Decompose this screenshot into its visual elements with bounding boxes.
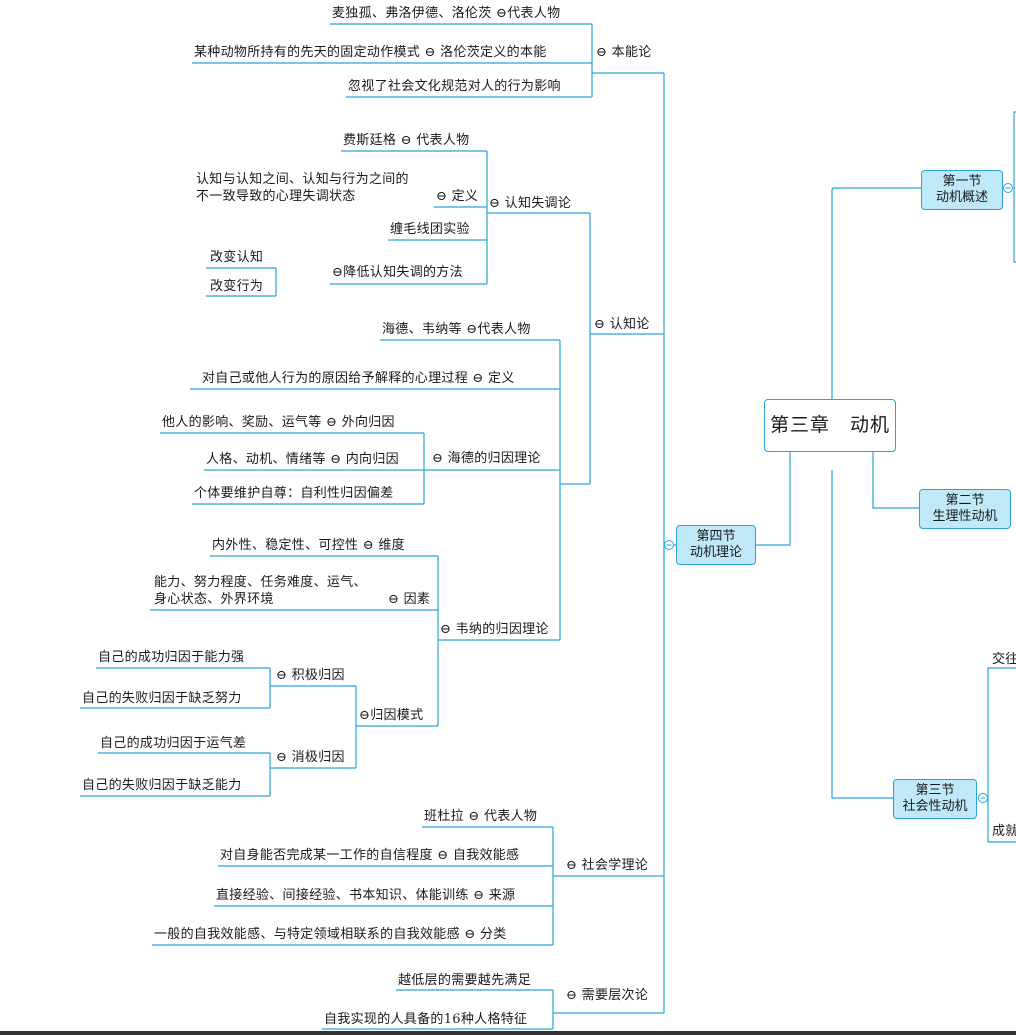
dissonance-experiment: 缠毛线团实验 bbox=[390, 222, 470, 237]
dissonance-reduce: ⊖降低认知失调的方法 bbox=[332, 265, 463, 280]
reduce-item-cognition: 改变认知 bbox=[210, 250, 264, 265]
weiner-negative[interactable]: ⊖ 消极归因 bbox=[276, 750, 345, 765]
section-1-title: 动机概述 bbox=[935, 190, 988, 205]
needs-title: 需要层次论 bbox=[581, 988, 649, 1003]
collapse-icon[interactable]: ⊖ bbox=[566, 858, 578, 873]
heider-bias: 个体要维护自尊：自利性归因偏差 bbox=[194, 486, 394, 501]
collapse-icon[interactable]: ⊖ bbox=[489, 196, 501, 211]
weiner-positive[interactable]: ⊖ 积极归因 bbox=[276, 668, 345, 683]
section-3-num: 第三节 bbox=[915, 783, 955, 798]
heider-node[interactable]: ⊖ 海德的归因理论 bbox=[432, 451, 541, 466]
weiner-node[interactable]: ⊖ 韦纳的归因理论 bbox=[440, 622, 549, 637]
dissonance-node[interactable]: ⊖ 认知失调论 bbox=[489, 195, 571, 212]
weiner-factor-line-2: 身心状态、外界环境 bbox=[154, 592, 274, 607]
social-source: 直接经验、间接经验、书本知识、体能训练 ⊖ 来源 bbox=[216, 888, 516, 903]
section-4-num: 第四节 bbox=[696, 529, 736, 544]
dissonance-rep: 费斯廷格 ⊖ 代表人物 bbox=[343, 133, 470, 148]
section-3-node[interactable]: 第三节 社会性动机 bbox=[893, 779, 977, 819]
bottom-bar bbox=[0, 1031, 1016, 1035]
section-3-title: 社会性动机 bbox=[902, 799, 968, 814]
weiner-mode[interactable]: ⊖归因模式 bbox=[359, 708, 424, 723]
section-4-node[interactable]: 第四节 动机理论 bbox=[676, 525, 756, 565]
instinct-critique: 忽视了社会文化规范对人的行为影响 bbox=[348, 79, 561, 94]
collapse-icon[interactable]: ⊖ bbox=[596, 45, 608, 60]
needs-item-2: 自我实现的人具备的16种人格特征 bbox=[324, 1012, 528, 1027]
dissonance-def-text: 认知与认知之间、认知与行为之间的 不一致导致的心理失调状态 bbox=[196, 171, 409, 205]
needs-theory-node[interactable]: ⊖ 需要层次论 bbox=[566, 987, 648, 1004]
collapse-icon[interactable]: ⊖ bbox=[566, 988, 578, 1003]
section-3-item-social: 交往 bbox=[992, 652, 1016, 667]
root-node[interactable]: 第三章 动机 bbox=[764, 399, 896, 452]
dissonance-title: 认知失调论 bbox=[504, 196, 572, 211]
root-title: 第三章 动机 bbox=[769, 414, 890, 436]
weiner-factor-text: 能力、努力程度、任务难度、运气、 身心状态、外界环境 bbox=[154, 574, 367, 608]
section-2-title: 生理性动机 bbox=[932, 509, 998, 524]
section-1-num: 第一节 bbox=[942, 174, 982, 189]
neg-item-2: 自己的失败归因于缺乏能力 bbox=[82, 778, 242, 793]
section-1-node[interactable]: 第一节 动机概述 bbox=[921, 170, 1003, 210]
collapse-icon[interactable]: ⊖ bbox=[594, 317, 606, 332]
neg-item-1: 自己的成功归因于运气差 bbox=[100, 736, 247, 751]
weiner-factor-label: ⊖ 因素 bbox=[388, 592, 431, 607]
reduce-item-behavior: 改变行为 bbox=[210, 279, 264, 294]
social-theory-node[interactable]: ⊖ 社会学理论 bbox=[566, 857, 648, 874]
section-2-node[interactable]: 第二节 生理性动机 bbox=[919, 489, 1011, 529]
heider-internal: 人格、动机、情绪等 ⊖ 内向归因 bbox=[206, 452, 399, 467]
cognitive-title: 认知论 bbox=[609, 317, 650, 332]
dissonance-def-label: ⊖ 定义 bbox=[436, 189, 479, 204]
social-classify: 一般的自我效能感、与特定领域相联系的自我效能感 ⊖ 分类 bbox=[154, 927, 507, 942]
social-efficacy: 对自身能否完成某一工作的自信程度 ⊖ 自我效能感 bbox=[220, 848, 520, 863]
social-rep: 班杜拉 ⊖ 代表人物 bbox=[424, 809, 538, 824]
attribution-def: 对自己或他人行为的原因给予解释的心理过程 ⊖ 定义 bbox=[202, 371, 515, 386]
section-2-num: 第二节 bbox=[945, 493, 985, 508]
section-4-title: 动机理论 bbox=[689, 545, 742, 560]
instinct-theory-node[interactable]: ⊖ 本能论 bbox=[596, 44, 652, 61]
heider-external: 他人的影响、奖励、运气等 ⊖ 外向归因 bbox=[162, 415, 395, 430]
weiner-dimension: 内外性、稳定性、可控性 ⊖ 维度 bbox=[212, 538, 405, 553]
weiner-factor-line-1: 能力、努力程度、任务难度、运气、 bbox=[154, 575, 367, 590]
instinct-title: 本能论 bbox=[611, 45, 652, 60]
social-title: 社会学理论 bbox=[581, 858, 649, 873]
pos-item-2: 自己的失败归因于缺乏努力 bbox=[82, 691, 242, 706]
needs-item-1: 越低层的需要越先满足 bbox=[398, 973, 532, 988]
section-3-item-achievement: 成就 bbox=[992, 824, 1016, 839]
instinct-rep: 麦独孤、弗洛伊德、洛伦茨 ⊖代表人物 bbox=[332, 6, 561, 21]
attribution-rep: 海德、韦纳等 ⊖代表人物 bbox=[382, 322, 531, 337]
pos-item-1: 自己的成功归因于能力强 bbox=[98, 650, 245, 665]
instinct-def: 某种动物所持有的先天的固定动作模式 ⊖ 洛伦茨定义的本能 bbox=[194, 45, 547, 60]
cognitive-theory-node[interactable]: ⊖ 认知论 bbox=[594, 316, 650, 333]
dissonance-def-line-1: 认知与认知之间、认知与行为之间的 bbox=[196, 172, 409, 187]
dissonance-def-line-2: 不一致导致的心理失调状态 bbox=[196, 189, 356, 204]
